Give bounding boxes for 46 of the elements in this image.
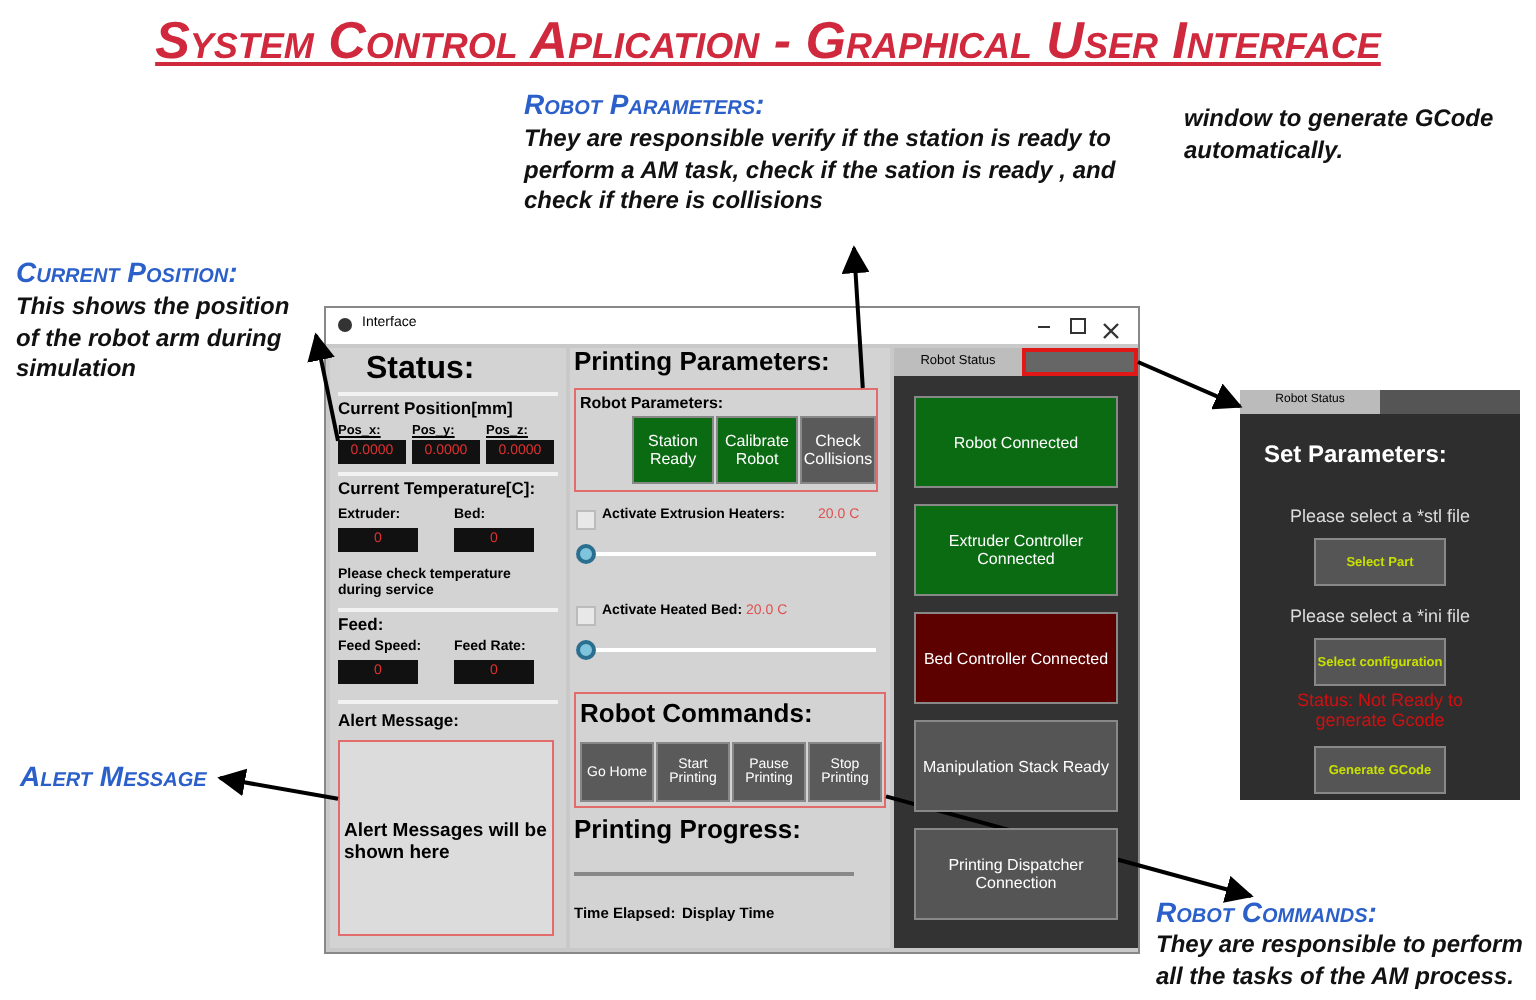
button: Check Collisions	[800, 416, 876, 484]
title: System Control Aplication - Graphical User Interface	[153, 12, 1384, 72]
instruction-text: Please select a *ini file	[1287, 606, 1473, 627]
group-label: Robot Parameters:	[580, 394, 724, 413]
tab	[1240, 390, 1380, 414]
tab	[894, 348, 1022, 376]
section-heading: Feed:	[338, 616, 384, 636]
button: Calibrate Robot	[716, 416, 798, 484]
leader-arrow	[307, 332, 340, 442]
callout-heading: Current Position:	[16, 256, 238, 289]
section-heading: Alert Message:	[338, 712, 459, 732]
settings-panel	[1240, 390, 1520, 800]
button: Printing Dispatcher Connection	[914, 828, 1118, 920]
leader-arrow	[1137, 360, 1243, 410]
status-message: Status: Not Ready to generate Gcode	[1294, 690, 1466, 732]
app-window	[324, 306, 1140, 954]
button: Robot Connected	[914, 396, 1118, 488]
message-text: Alert Messages will be shown here	[344, 822, 549, 866]
message-box	[338, 740, 554, 936]
tab	[1022, 348, 1138, 376]
leader-arrow	[217, 768, 339, 801]
panel-heading: Status:	[366, 352, 475, 389]
panel-heading: Printing Parameters:	[574, 348, 830, 378]
button: Bed Controller Connected	[914, 612, 1118, 704]
group-heading: Robot Commands:	[580, 700, 813, 730]
section-heading: Printing Progress:	[574, 816, 801, 846]
panel-heading: Set Parameters:	[1264, 442, 1447, 470]
callout-heading: Robot Parameters:	[524, 88, 765, 121]
section-heading: Current Temperature[C]:	[338, 480, 536, 500]
button: Manipulation Stack Ready	[914, 720, 1118, 812]
button-group	[574, 388, 878, 492]
button-group	[574, 692, 886, 808]
callout-text: They are responsible verify if the station is ready to perform a AM task, check if the sation is ready , and check if there is collisions	[524, 124, 1118, 218]
instruction-text: Please select a *stl file	[1287, 506, 1473, 527]
parameters-panel	[570, 348, 890, 948]
leader-arrow	[841, 245, 870, 389]
status-panel	[894, 376, 1138, 948]
status-panel	[330, 348, 566, 948]
callout-text: window to generate GCode automatically.	[1184, 104, 1496, 167]
button: Station Ready	[632, 416, 714, 484]
callout-heading: Robot Commands:	[1156, 896, 1377, 929]
section-heading: Current Position[mm]	[338, 400, 513, 420]
callout-heading: Alert Message	[20, 760, 207, 793]
button: Extruder Controller Connected	[914, 504, 1118, 596]
callout-text: They are responsible to perform all the tasks of the AM process.	[1156, 930, 1525, 993]
callout-text: This shows the position of the robot arm during simulation	[16, 292, 292, 386]
